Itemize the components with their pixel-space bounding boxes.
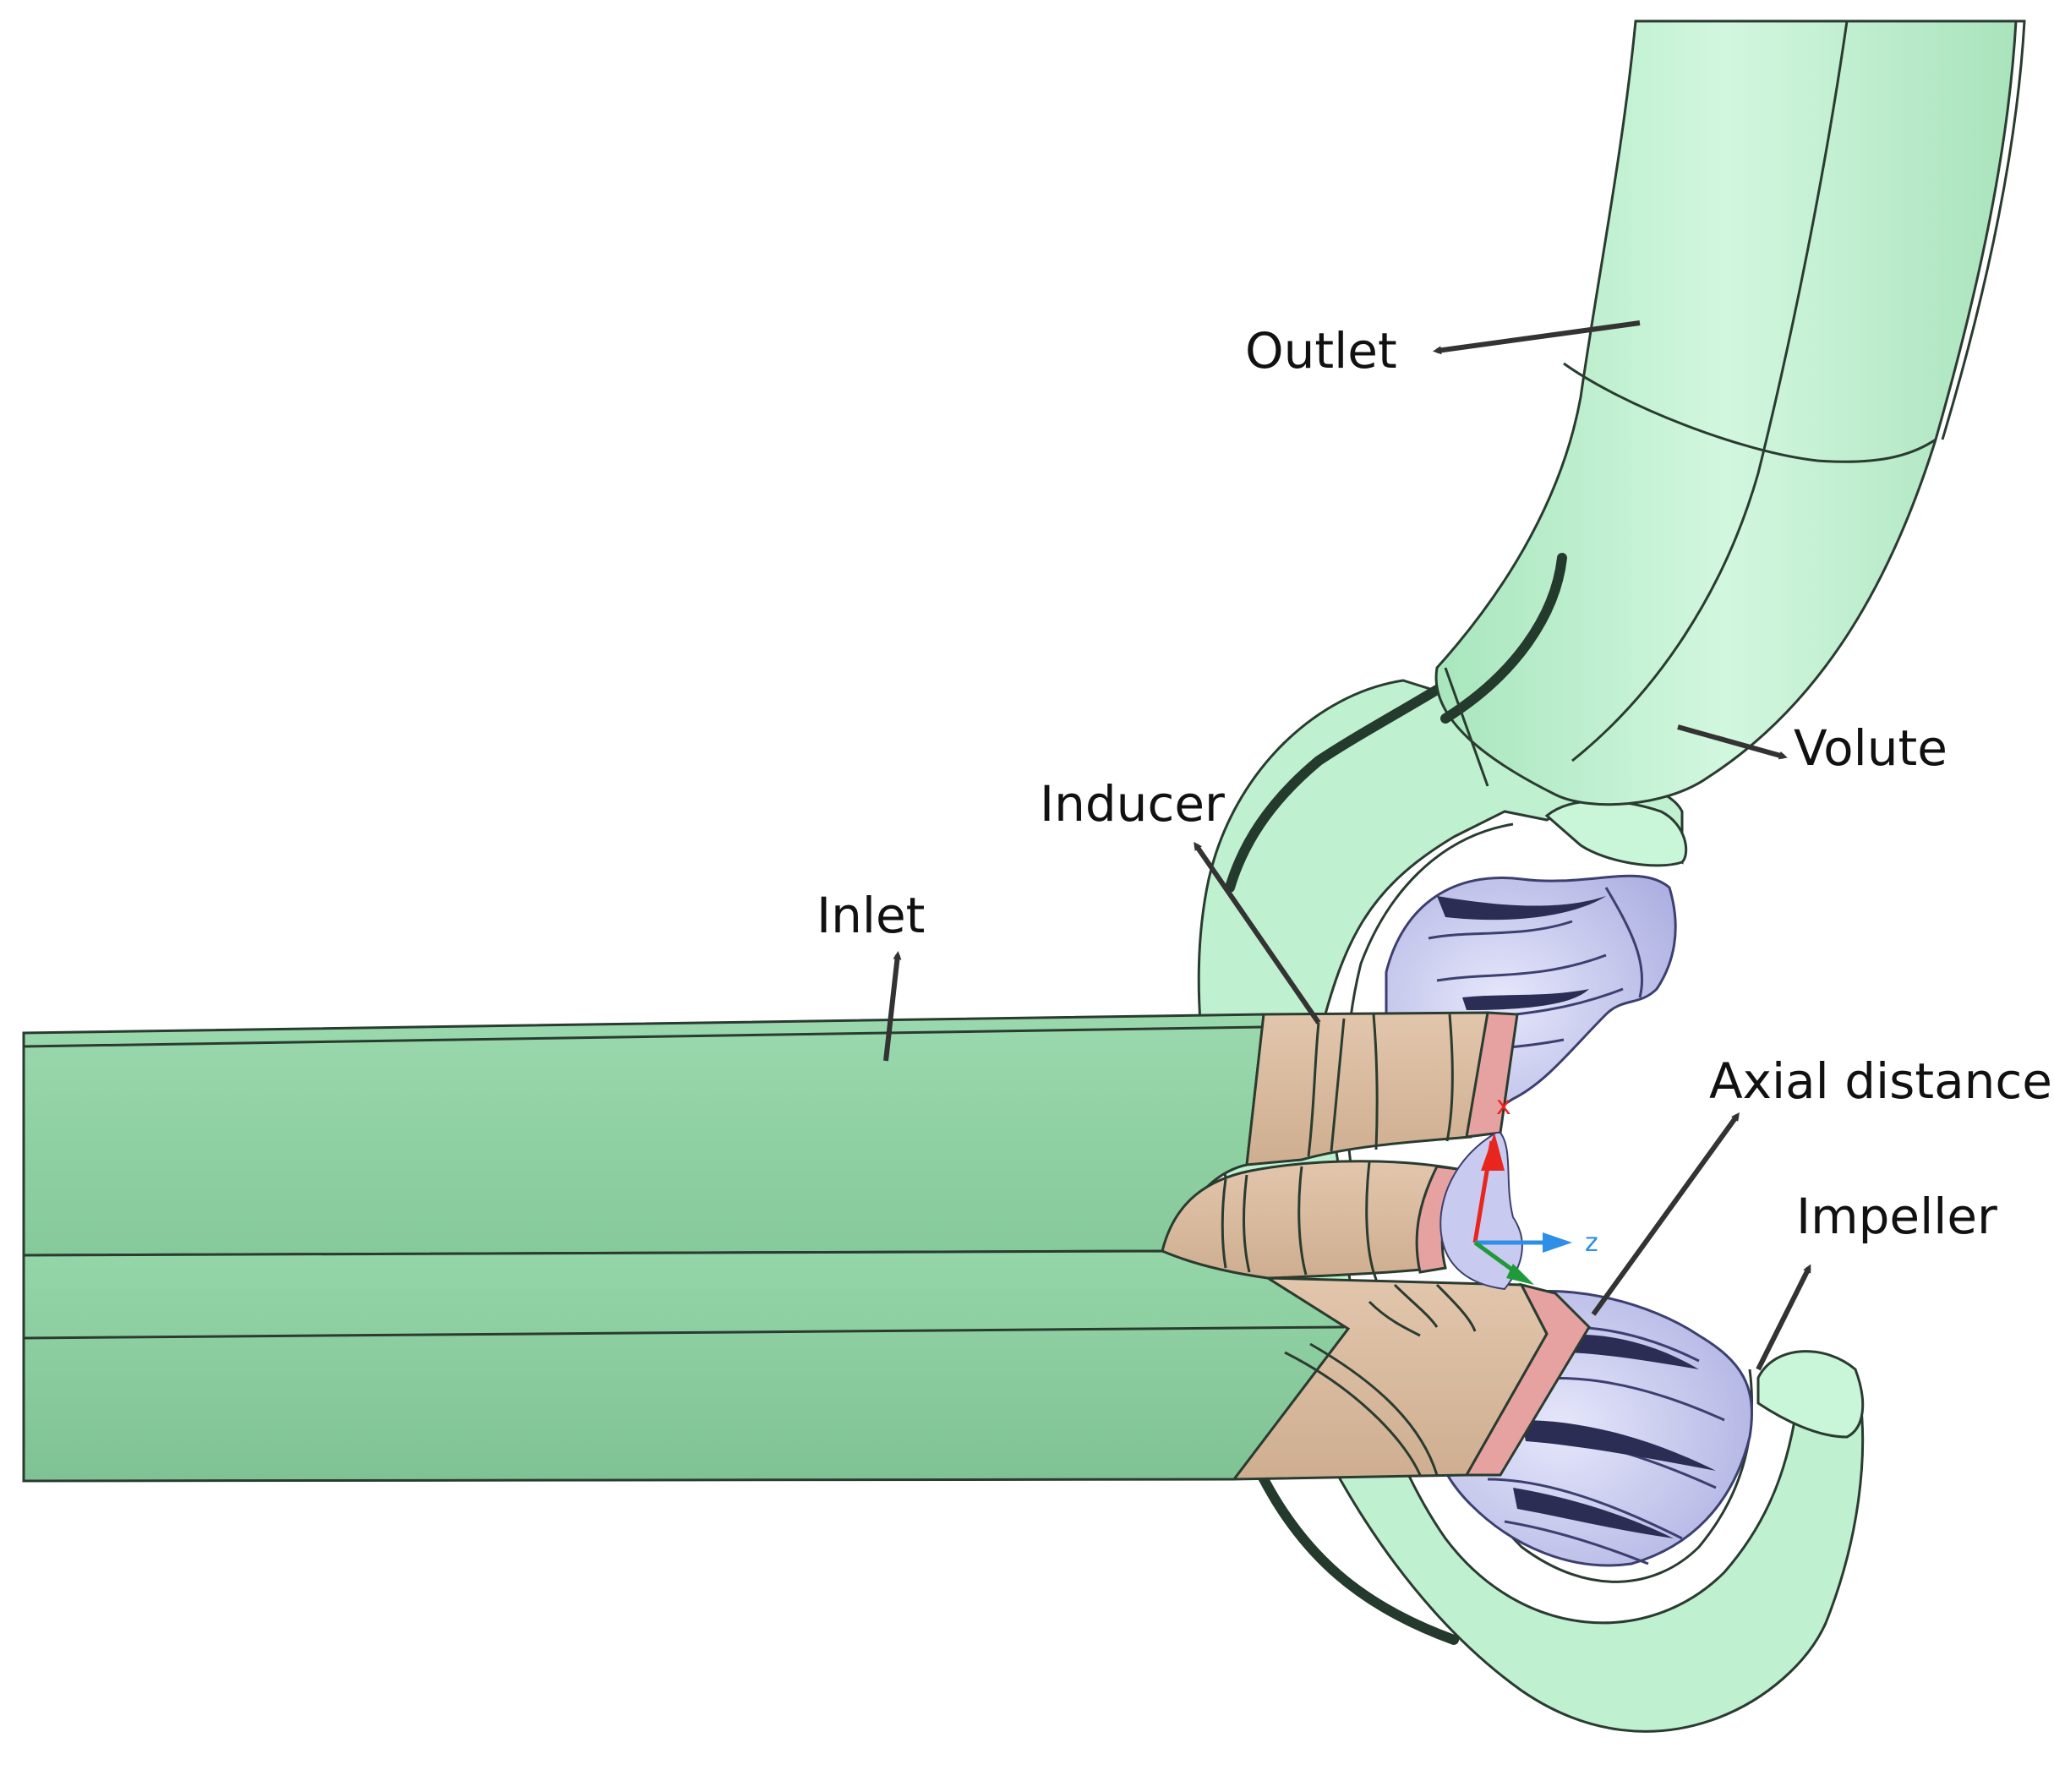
inlet-pipe xyxy=(22,1013,1351,1483)
label-inducer: Inducer xyxy=(1040,775,1225,833)
volute-groove-lower xyxy=(1254,1466,1459,1645)
inlet-pipe-lower xyxy=(22,1249,1351,1483)
outlet-groove xyxy=(1440,553,1567,724)
axis-z-arrowhead xyxy=(1543,1232,1572,1253)
label-inlet: Inlet xyxy=(817,887,926,944)
inlet-pipe-upper xyxy=(22,1013,1265,1257)
label-volute: Volute xyxy=(1794,719,1947,777)
volute-lip xyxy=(1756,1350,1865,1439)
impeller-slot-lower-1 xyxy=(1560,1335,1699,1369)
outlet-pipe xyxy=(1434,19,2026,806)
inducer-blade-lines xyxy=(1221,1013,1477,1476)
inlet-lower-edge-line xyxy=(23,1325,1345,1340)
impeller-slot-lower-3 xyxy=(1513,1488,1674,1538)
outlet-longitudinal-line xyxy=(1571,20,1849,762)
label-outlet: Outlet xyxy=(1245,322,1397,380)
outlet-arrow xyxy=(1433,320,1641,355)
axis-x-label: x xyxy=(1496,1091,1511,1121)
coordinate-axes: x z xyxy=(1472,1091,1598,1285)
inlet-arrow xyxy=(883,951,902,1062)
outlet-volute-seam xyxy=(1563,362,1937,463)
impeller-arrow xyxy=(1756,1264,1811,1371)
impeller-slot-upper xyxy=(1437,896,1606,921)
inducer-arrow xyxy=(1194,841,1321,1024)
axis-x-arrowhead xyxy=(1481,1133,1505,1171)
label-impeller: Impeller xyxy=(1796,1188,1997,1245)
impeller-slot-upper-2 xyxy=(1462,989,1589,1010)
volute-arrow xyxy=(1677,724,1788,760)
volute-neck-line xyxy=(1444,667,1489,787)
outlet-pipe-body xyxy=(1434,19,2018,806)
impeller xyxy=(1385,874,1753,1567)
outlet-right-edge xyxy=(1941,19,2026,440)
axial-distance-arrow xyxy=(1591,1112,1740,1316)
label-axial-distance: Axial distance xyxy=(1709,1052,2052,1110)
interface-ring xyxy=(1415,1011,1591,1477)
interface-ring-lower xyxy=(1464,1282,1591,1477)
axis-y-arrowhead xyxy=(1506,1264,1534,1285)
axis-z-label: z xyxy=(1585,1228,1598,1258)
leader-arrows xyxy=(883,320,1811,1371)
impeller-slot-lower-2 xyxy=(1521,1420,1716,1471)
inlet-upper-edge-line xyxy=(23,1025,1265,1048)
